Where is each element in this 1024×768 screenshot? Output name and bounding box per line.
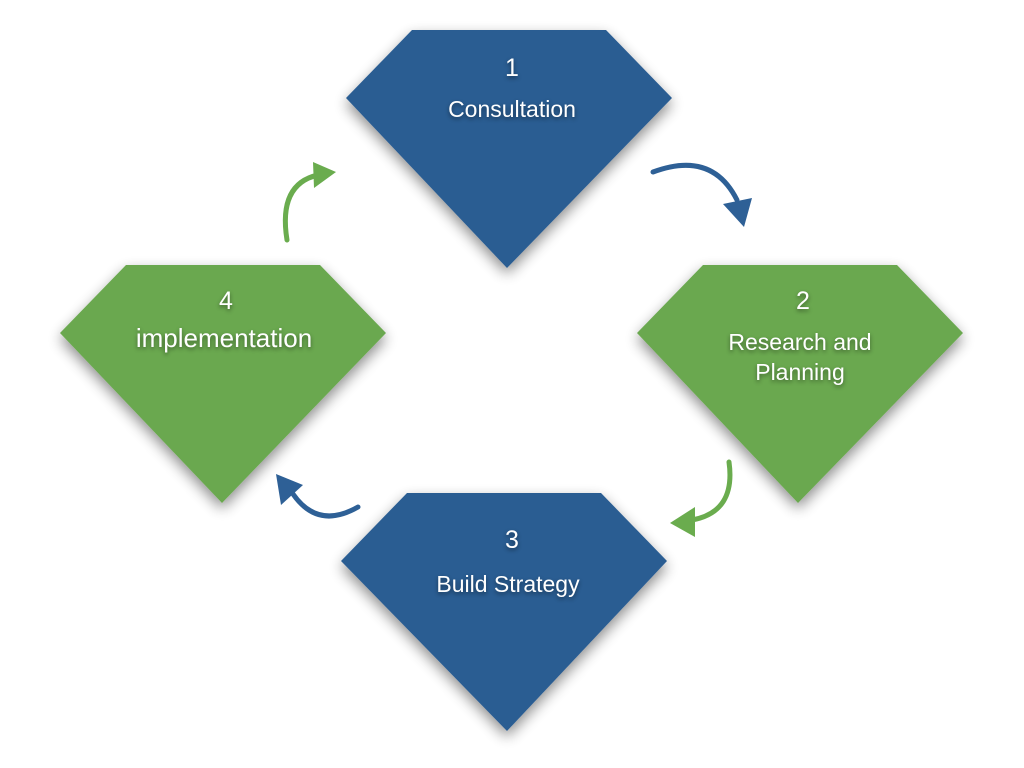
step-1-number: 1	[505, 54, 519, 82]
step-2-title-line-1: Research and	[728, 329, 872, 355]
step-2-number: 2	[796, 287, 810, 315]
step-3-gem	[341, 493, 667, 731]
arrow-3-to-4	[276, 474, 361, 519]
step-3-number: 3	[505, 526, 519, 554]
step-4-number: 4	[219, 287, 233, 315]
step-2-title-line-2: Planning	[755, 358, 845, 385]
step-3-title: Build Strategy	[436, 571, 580, 597]
arrow-1-to-2	[650, 162, 752, 227]
step-4-title: implementation	[135, 323, 313, 353]
step-4-gem	[60, 265, 386, 503]
step-1-title: Consultation	[448, 96, 576, 122]
step-2-title: Research and Planning	[680, 328, 920, 388]
arrow-4-to-1	[282, 162, 336, 243]
step-2-gem	[637, 265, 963, 503]
step-1-gem	[346, 30, 672, 268]
arrow-2-to-3	[670, 459, 733, 537]
